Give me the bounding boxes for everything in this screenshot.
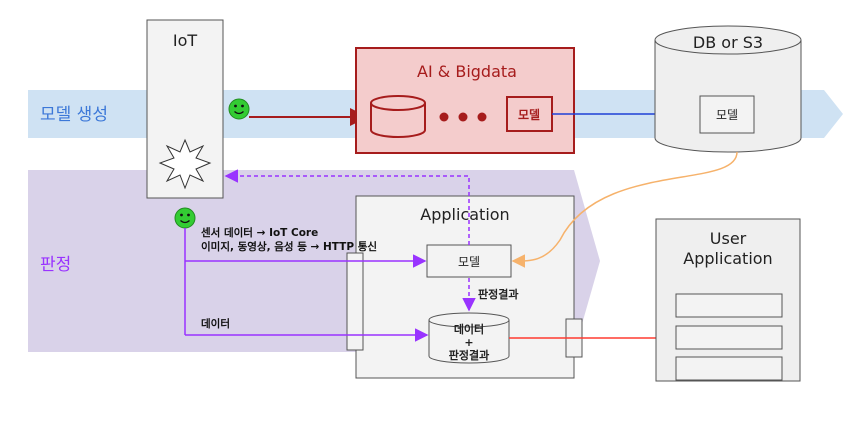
application-title: Application [420,205,509,224]
band-label-model-generation: 모델 생성 [40,105,108,125]
gateway-bar [346,252,364,351]
smiley-icon [174,207,196,229]
db-to-app-model-arrow [511,151,738,268]
smiley-icon [228,98,250,120]
judgment-result-label: 판정결과 [478,287,518,301]
user-app-row [675,356,783,381]
user-app-row [675,325,783,350]
db-model-label: 모델 [716,108,738,122]
db-title: DB or S3 [693,33,763,52]
media-flow-label: 이미지, 동영상, 음성 등 → HTTP 통신 [201,240,377,253]
band-label-judgment: 판정 [40,255,71,275]
ai-bigdata-title: AI & Bigdata [417,62,517,81]
ellipsis-icon [439,112,487,122]
store-label-line2: + [464,336,473,349]
data-flow-label: 데이터 [201,317,230,330]
result-feedback-arrow [224,169,470,245]
app-model-box [426,244,512,278]
result-store-cylinder [428,312,510,364]
iot-title: IoT [173,31,198,50]
user-app-title-line2: Application [683,249,772,268]
store-label-line1: 데이터 [454,322,484,336]
store-label-line3: 판정결과 [449,348,489,362]
ai-database-icon [370,95,426,138]
user-app-row [675,293,783,318]
db-model-box [699,95,755,134]
iot-burst-icon [158,138,212,190]
ai-model-label: 모델 [518,108,540,122]
app-model-label: 모델 [458,255,480,269]
user-app-title-line1: User [710,229,747,248]
sensor-flow-label: 센서 데이터 → IoT Core [201,226,318,239]
